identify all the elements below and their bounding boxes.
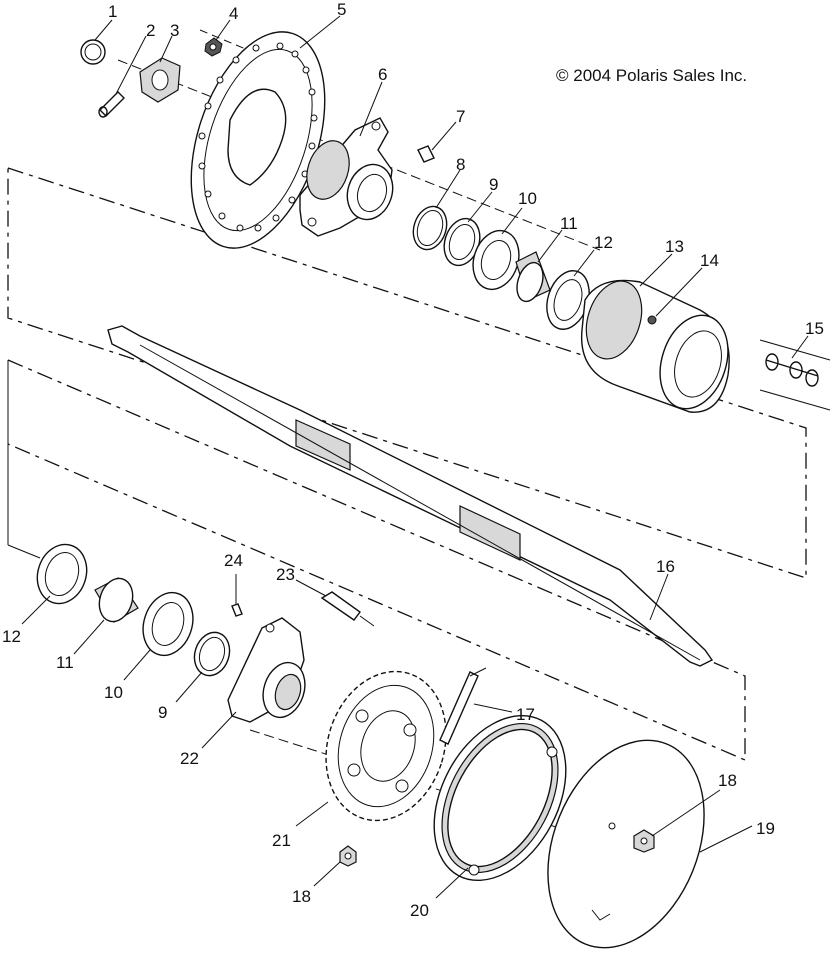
callout-19: 19 <box>756 819 775 838</box>
callout-18-upper: 18 <box>718 771 737 790</box>
callout-12-lower: 12 <box>2 627 21 646</box>
callout-2: 2 <box>146 21 156 40</box>
snap-ring-part <box>80 39 106 65</box>
callout-21: 21 <box>272 831 291 850</box>
callout-8: 8 <box>456 155 466 174</box>
callout-11-lower: 11 <box>56 653 74 672</box>
callout-23: 23 <box>276 565 295 584</box>
sprocket-guard-part <box>433 714 567 882</box>
seal-part-lower <box>193 631 231 677</box>
brake-disc-part <box>190 31 326 249</box>
callout-15: 15 <box>805 319 824 338</box>
drive-chain-part <box>439 667 487 745</box>
callout-11-upper: 11 <box>560 214 578 233</box>
callout-10-lower: 10 <box>104 683 123 702</box>
disc-vent-holes <box>198 42 318 232</box>
callout-10-upper: 10 <box>518 189 537 208</box>
castle-nut-part <box>139 57 181 103</box>
callout-9-lower: 9 <box>158 703 168 722</box>
axle-housing-part <box>580 279 730 413</box>
copyright-notice: © 2004 Polaris Sales Inc. <box>556 66 748 85</box>
phantom-guide-lines <box>7 167 807 761</box>
callout-9-upper: 9 <box>489 175 499 194</box>
axle-shaft-part <box>107 325 714 667</box>
bearing-race-part-upper <box>472 229 520 291</box>
small-nut-part <box>204 37 223 57</box>
bearing-carrier-part <box>299 117 394 237</box>
callout-22: 22 <box>180 749 199 768</box>
callout-12-upper: 12 <box>594 233 613 252</box>
callout-16: 16 <box>656 557 675 576</box>
callout-7: 7 <box>456 107 466 126</box>
callout-6: 6 <box>378 65 388 84</box>
hub-bolt-part <box>231 603 243 617</box>
bolt-part <box>417 145 435 163</box>
leader-lines <box>21 15 809 899</box>
callout-24: 24 <box>224 551 243 570</box>
cover-nut-part <box>633 829 655 853</box>
bearing-cup-part-upper <box>546 270 590 330</box>
bearing-cup-part-lower <box>36 543 88 605</box>
callout-4: 4 <box>229 4 239 23</box>
callout-18-lower: 18 <box>292 887 311 906</box>
drive-sprocket-part <box>325 670 447 822</box>
callout-17: 17 <box>516 705 535 724</box>
bearing-race-part-lower <box>142 591 194 657</box>
callout-13: 13 <box>665 237 684 256</box>
callout-14: 14 <box>700 251 719 270</box>
adjuster-link-part <box>759 339 831 411</box>
callout-3: 3 <box>170 21 180 40</box>
grease-fitting-part <box>647 315 657 325</box>
sprocket-nut-part <box>339 845 357 867</box>
sprocket-cover-part <box>547 739 705 949</box>
callout-20: 20 <box>410 901 429 920</box>
sprocket-hub-part <box>227 617 306 723</box>
sprocket-bolt-part <box>320 591 375 627</box>
pin-part <box>98 91 125 118</box>
retaining-ring-part <box>412 205 448 251</box>
callout-5: 5 <box>337 0 347 19</box>
tapered-bearing-part-lower <box>94 577 139 623</box>
callout-1: 1 <box>108 2 118 21</box>
